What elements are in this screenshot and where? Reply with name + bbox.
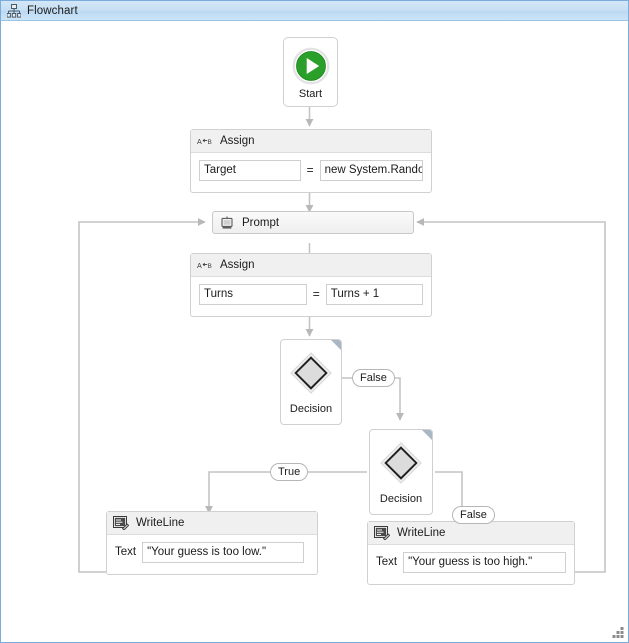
- node-assign-target[interactable]: A B Assign Target = new System.Randoı: [190, 129, 432, 193]
- writeline-low-header: WriteLine: [107, 512, 317, 535]
- decision-two-corner-marker: [422, 430, 432, 440]
- assign-turns-to-field[interactable]: Turns: [199, 284, 307, 305]
- writeline-low-field-label: Text: [115, 546, 137, 558]
- prompt-title: Prompt: [242, 216, 280, 229]
- node-assign-turns[interactable]: A B Assign Turns = Turns + 1: [190, 253, 432, 317]
- node-prompt[interactable]: Prompt: [212, 211, 414, 234]
- writeline-high-text-field[interactable]: "Your guess is too high.": [403, 552, 566, 573]
- svg-text:B: B: [208, 139, 212, 146]
- diamond-icon: [290, 352, 332, 394]
- assign-turns-title: Assign: [220, 259, 255, 271]
- assign-turns-header: A B Assign: [191, 254, 431, 277]
- console-write-icon: [374, 526, 390, 540]
- writeline-high-header: WriteLine: [368, 522, 574, 545]
- assign-turns-operator: =: [312, 287, 320, 301]
- branch-label-decision-one-false[interactable]: False: [352, 369, 395, 387]
- node-decision-one[interactable]: Decision: [280, 339, 342, 425]
- assign-target-header: A B Assign: [191, 130, 431, 153]
- assign-a-b-icon: A B: [197, 138, 212, 146]
- node-start[interactable]: Start: [283, 37, 338, 107]
- branch-label-decision-two-false[interactable]: False: [452, 506, 495, 524]
- decision-one-label: Decision: [289, 403, 333, 415]
- node-writeline-high[interactable]: WriteLine Text "Your guess is too high.": [367, 521, 575, 585]
- flowchart-hierarchy-icon: [7, 3, 21, 18]
- assign-target-to-field[interactable]: Target: [199, 160, 301, 181]
- decision-one-corner-marker: [331, 340, 341, 350]
- play-icon: [292, 47, 329, 85]
- assign-target-body: Target = new System.Randoı: [191, 153, 431, 189]
- svg-text:A: A: [197, 262, 202, 270]
- diamond-icon: [380, 442, 422, 484]
- writeline-low-text-field[interactable]: "Your guess is too low.": [142, 542, 305, 563]
- prompt-dialog-icon: [221, 216, 233, 229]
- writeline-low-body: Text "Your guess is too low.": [107, 535, 317, 571]
- branch-label-decision-two-true[interactable]: True: [270, 463, 309, 481]
- resize-grip-icon[interactable]: [611, 625, 625, 639]
- writeline-high-field-label: Text: [376, 556, 398, 568]
- console-write-icon: [113, 516, 129, 530]
- decision-two-label: Decision: [379, 493, 423, 505]
- assign-a-b-icon: A B: [197, 262, 212, 270]
- svg-text:A: A: [197, 138, 202, 146]
- node-writeline-low[interactable]: WriteLine Text "Your guess is too low.": [106, 511, 318, 575]
- writeline-high-title: WriteLine: [397, 527, 446, 539]
- connector-writeline-high-loopback: [416, 218, 606, 573]
- node-decision-two[interactable]: Decision: [369, 429, 433, 515]
- flowchart-canvas[interactable]: Start A B Assign Target = new System.Ran…: [1, 21, 628, 642]
- assign-turns-value-field[interactable]: Turns + 1: [325, 284, 423, 305]
- assign-target-operator: =: [306, 163, 314, 177]
- assign-target-title: Assign: [220, 135, 255, 147]
- assign-target-value-field[interactable]: new System.Randoı: [319, 160, 423, 181]
- window-title: Flowchart: [27, 4, 78, 17]
- writeline-low-title: WriteLine: [136, 517, 185, 529]
- window-titlebar[interactable]: Flowchart: [1, 1, 628, 21]
- writeline-high-body: Text "Your guess is too high.": [368, 545, 574, 581]
- svg-text:B: B: [208, 263, 212, 270]
- assign-turns-body: Turns = Turns + 1: [191, 277, 431, 313]
- start-node-label: Start: [298, 88, 323, 100]
